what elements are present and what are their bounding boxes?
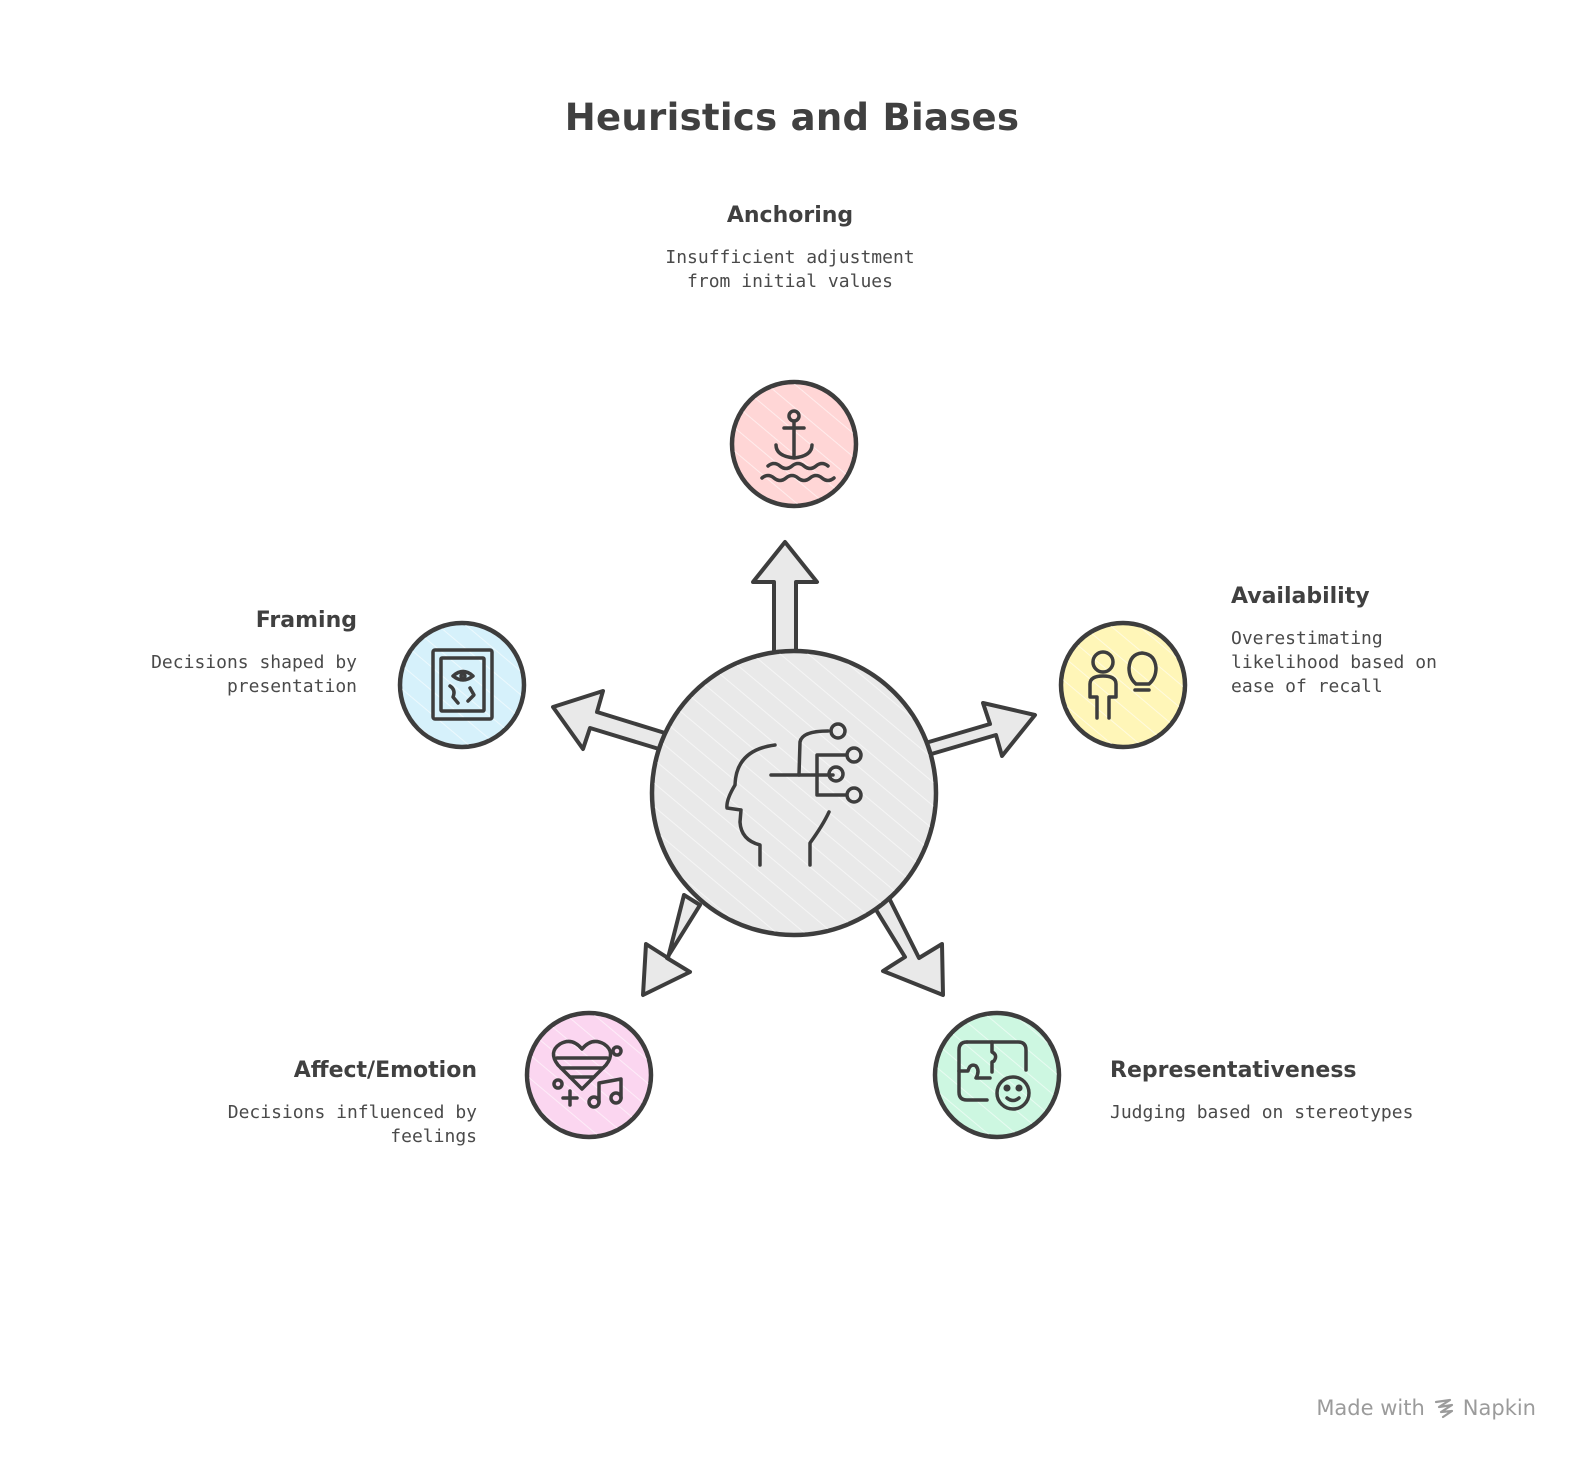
arrow-to-representativeness (868, 890, 945, 997)
napkin-watermark[interactable]: Made with Napkin (1316, 1396, 1536, 1420)
label-representativeness: Representativeness Judging based on ster… (1110, 1058, 1430, 1125)
person-lightbulb-icon (1088, 650, 1158, 720)
availability-description: Overestimating likelihood based on ease … (1231, 628, 1437, 697)
watermark-text: Made with (1316, 1396, 1425, 1420)
node-availability (1058, 620, 1188, 750)
framing-description: Decisions shaped by presentation (151, 652, 357, 697)
arrow-to-availability (920, 701, 1037, 758)
label-affect: Affect/Emotion Decisions influenced by f… (217, 1058, 477, 1149)
label-availability: Availability Overestimating likelihood b… (1231, 584, 1491, 699)
label-framing: Framing Decisions shaped by presentation (97, 608, 357, 699)
central-hub (649, 648, 939, 938)
framing-title: Framing (255, 608, 357, 633)
arrow-to-framing (551, 689, 667, 751)
availability-title: Availability (1231, 584, 1370, 609)
affect-description: Decisions influenced by feelings (227, 1102, 477, 1147)
watermark-brand: Napkin (1462, 1396, 1536, 1420)
affect-title: Affect/Emotion (293, 1058, 477, 1083)
anchoring-description: Insufficient adjustment from initial val… (665, 247, 915, 292)
node-representativeness (932, 1010, 1062, 1140)
arrow-to-affect (641, 893, 702, 997)
diagram-title: Heuristics and Biases (564, 96, 1020, 139)
label-anchoring: Anchoring Insufficient adjustment from i… (660, 203, 920, 294)
napkin-logo-icon (1434, 1398, 1453, 1419)
head-decision-icon (725, 722, 863, 867)
anchor-icon (760, 409, 836, 483)
anchoring-title: Anchoring (726, 203, 854, 228)
framed-picture-icon (431, 648, 494, 721)
representativeness-title: Representativeness (1110, 1058, 1357, 1083)
node-framing (397, 620, 527, 750)
puzzle-face-icon (957, 1040, 1031, 1111)
arrow-to-anchoring (751, 540, 819, 662)
node-affect (524, 1010, 654, 1140)
representativeness-description: Judging based on stereotypes (1110, 1102, 1414, 1123)
heart-music-icon (551, 1039, 623, 1109)
